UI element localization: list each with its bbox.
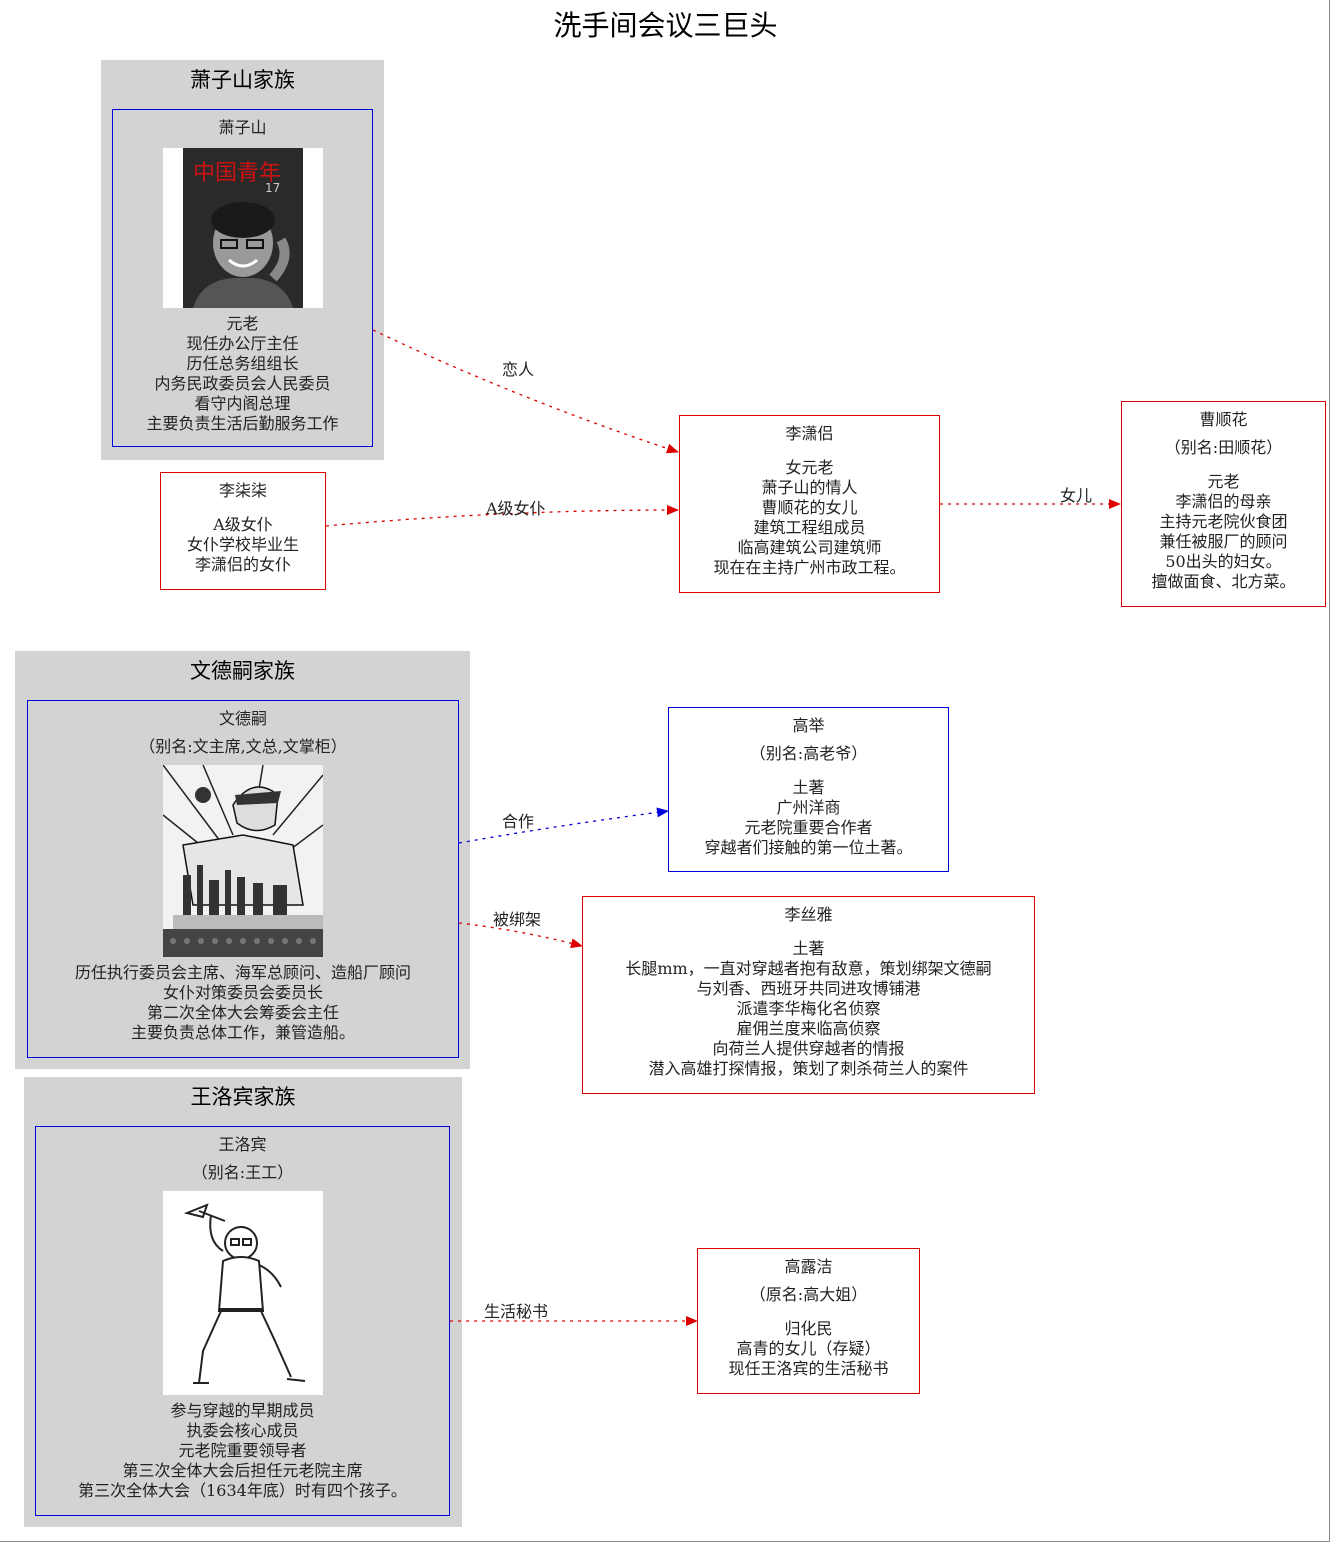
edge-lover xyxy=(372,329,679,454)
node-lixiaolv[interactable]: 李潇侣 女元老 萧子山的情人 曹顺花的女儿 建筑工程组成员 临高建筑公司建筑师 … xyxy=(679,415,940,593)
node-caoshunhua[interactable]: 曹顺花 （别名:田顺花） 元老 李潇侣的母亲 主持元老院伙食团 兼任被服厂的顾问… xyxy=(1121,401,1326,607)
edge-label-lover: 恋人 xyxy=(502,360,535,379)
node-name: 曹顺花 xyxy=(1199,410,1248,429)
portrait-issue: 17 xyxy=(265,181,280,195)
edge-cooperation xyxy=(458,807,669,844)
node-description: 参与穿越的早期成员 执委会核心成员 元老院重要领导者 第三次全体大会后担任元老院… xyxy=(78,1401,407,1500)
node-name: 文德嗣 xyxy=(218,709,267,728)
node-name: 李潇侣 xyxy=(785,424,834,443)
edge-label-cooperation: 合作 xyxy=(502,812,535,831)
edge-maid xyxy=(325,505,679,527)
node-name: 王洛宾 xyxy=(218,1135,267,1154)
node-description: 女元老 萧子山的情人 曹顺花的女儿 建筑工程组成员 临高建筑公司建筑师 现在在主… xyxy=(713,458,906,577)
portrait-image xyxy=(162,1191,323,1395)
node-lisiya[interactable]: 李丝雅 土著 长腿mm，一直对穿越者抱有敌意，策划绑架文德嗣 与刘香、西班牙共同… xyxy=(582,896,1035,1094)
node-description: 元老 李潇侣的母亲 主持元老院伙食团 兼任被服厂的顾问 50出头的妇女。 擅做面… xyxy=(1151,472,1296,591)
portrait-masthead: 中国青年 xyxy=(193,161,281,186)
node-alias: （原名:高大姐） xyxy=(749,1285,868,1304)
node-liqiqi[interactable]: 李柒柒 A级女仆 女仆学校毕业生 李潇侣的女仆 xyxy=(160,472,326,590)
diagram-title: 洗手间会议三巨头 xyxy=(553,9,778,42)
node-name: 萧子山 xyxy=(218,118,267,137)
cluster-label: 文德嗣家族 xyxy=(190,659,295,683)
node-name: 高举 xyxy=(792,716,825,735)
node-name: 高露洁 xyxy=(784,1257,833,1276)
node-gaolujie[interactable]: 高露洁 （原名:高大姐） 归化民 高青的女儿（存疑） 现任王洛宾的生活秘书 xyxy=(697,1248,920,1394)
node-alias: （别名:田顺花） xyxy=(1164,438,1283,457)
node-xiaozishan[interactable]: 萧子山 中国青年 17 元老 现任办公厅主任 历任总务组组长 内务民政委员会人民… xyxy=(112,109,373,447)
portrait-image: 中国青年 17 xyxy=(162,148,323,308)
edge-label-kidnapped: 被绑架 xyxy=(493,910,542,929)
node-name: 李丝雅 xyxy=(784,905,833,924)
node-description: 土著 长腿mm，一直对穿越者抱有敌意，策划绑架文德嗣 与刘香、西班牙共同进攻博铺… xyxy=(625,939,992,1078)
node-alias: （别名:高老爷） xyxy=(749,744,868,763)
cluster-label: 萧子山家族 xyxy=(190,68,295,92)
node-description: 土著 广州洋商 元老院重要合作者 穿越者们接触的第一位土著。 xyxy=(704,778,913,857)
node-name: 李柒柒 xyxy=(218,481,267,500)
node-description: 历任执行委员会主席、海军总顾问、造船厂顾问 女仆对策委员会委员长 第二次全体大会… xyxy=(74,963,411,1042)
cluster-label: 王洛宾家族 xyxy=(190,1085,296,1109)
node-gaoju[interactable]: 高举 （别名:高老爷） 土著 广州洋商 元老院重要合作者 穿越者们接触的第一位土… xyxy=(668,707,949,872)
node-description: A级女仆 女仆学校毕业生 李潇侣的女仆 xyxy=(186,515,299,574)
edge-label-daughter: 女儿 xyxy=(1060,486,1093,505)
node-wendesi[interactable]: 文德嗣 （别名:文主席,文总,文掌柜） xyxy=(27,700,459,1058)
node-description: 归化民 高青的女儿（存疑） 现任王洛宾的生活秘书 xyxy=(728,1319,889,1378)
edge-label-secretary: 生活秘书 xyxy=(484,1302,549,1321)
node-wangluobin[interactable]: 王洛宾 （别名:王工） 参与穿越的早期成员 执委会核心成员 元老院重要领导者 xyxy=(35,1126,450,1516)
node-alias: （别名:文主席,文总,文掌柜） xyxy=(139,737,347,756)
node-alias: （别名:王工） xyxy=(191,1163,294,1182)
edge-label-maid: A级女仆 xyxy=(486,499,546,518)
portrait-image xyxy=(162,764,324,957)
node-description: 元老 现任办公厅主任 历任总务组组长 内务民政委员会人民委员 看守内阁总理 主要… xyxy=(146,314,339,433)
